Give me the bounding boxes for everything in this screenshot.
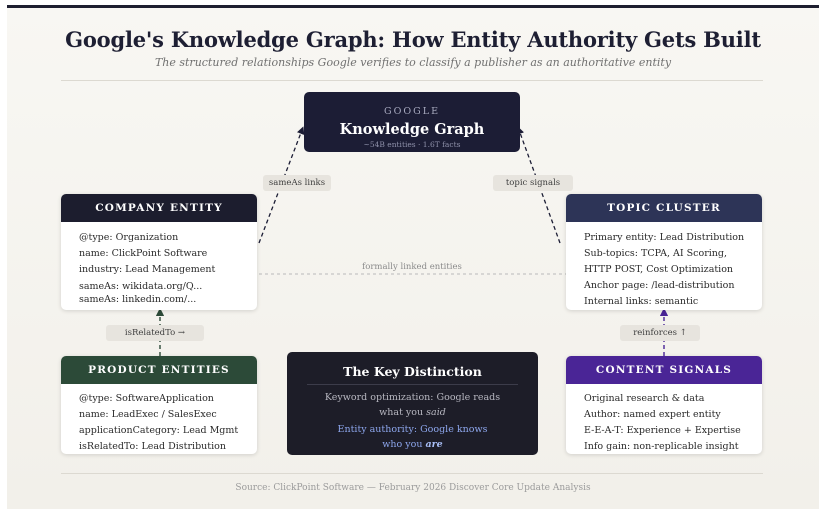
topic-connector [516, 126, 561, 244]
topic-cluster-header: TOPIC CLUSTER [566, 194, 762, 222]
page-subtitle: The structured relationships Google veri… [154, 56, 672, 69]
page-title: Google's Knowledge Graph: How Entity Aut… [65, 27, 761, 52]
product-entities-header: PRODUCT ENTITIES [61, 356, 257, 384]
entity-authority-text: Entity authority: Google knows who you a… [287, 422, 538, 452]
content-signals-header: CONTENT SIGNALS [566, 356, 762, 384]
company-entity-card: COMPANY ENTITY @type: Organization name:… [61, 194, 257, 310]
key-distinction-divider [307, 384, 518, 385]
content-signals-row: Info gain: non-replicable insight [584, 441, 739, 452]
entity-line-1: Entity authority: Google knows [337, 424, 488, 435]
content-signals-row: Author: named expert entity [584, 409, 721, 420]
keyword-line-2-emphasis: said [426, 407, 446, 418]
key-distinction-title: The Key Distinction [343, 364, 482, 379]
topic-signals-label: topic signals [493, 175, 573, 191]
topic-cluster-card: TOPIC CLUSTER Primary entity: Lead Distr… [566, 194, 762, 310]
company-entity-row: @type: Organization [79, 232, 179, 243]
content-signals-card: CONTENT SIGNALS Original research & data… [566, 356, 762, 454]
company-entity-row: sameAs: linkedin.com/... [79, 294, 197, 305]
samea-connector [258, 126, 305, 244]
topic-cluster-row: Anchor page: /lead-distribution [584, 280, 735, 291]
entity-line-2-emphasis: are [425, 439, 443, 450]
keyword-line-2-prefix: what you [379, 407, 427, 418]
source-footer: Source: ClickPoint Software — February 2… [235, 483, 591, 493]
knowledge-graph-node: GOOGLE Knowledge Graph ~54B entities · 1… [304, 92, 520, 152]
topic-cluster-row: Internal links: semantic [584, 296, 699, 307]
content-signals-row: E-E-A-T: Experience + Expertise [584, 425, 741, 436]
knowledge-graph-name: Knowledge Graph [339, 121, 485, 138]
product-entities-row: isRelatedTo: Lead Distribution [79, 441, 226, 452]
top-accent-bar [7, 5, 819, 8]
formally-linked-label: formally linked entities [362, 262, 462, 272]
keyword-line-1: Keyword optimization: Google reads [324, 392, 501, 403]
product-entities-card: PRODUCT ENTITIES @type: SoftwareApplicat… [61, 356, 257, 454]
entity-line-2-prefix: who you [382, 439, 426, 450]
sameas-label: sameAs links [263, 175, 331, 191]
knowledge-graph-label: GOOGLE [384, 106, 440, 117]
topic-cluster-row: Sub-topics: TCPA, AI Scoring, [584, 248, 727, 259]
topic-cluster-row: HTTP POST, Cost Optimization [584, 264, 734, 275]
product-entities-row: name: LeadExec / SalesExec [79, 409, 217, 420]
keyword-optimization-text: Keyword optimization: Google reads what … [287, 390, 538, 420]
infographic-canvas: Google's Knowledge Graph: How Entity Aut… [7, 5, 819, 509]
company-entity-row: industry: Lead Management [79, 264, 216, 275]
knowledge-graph-stats: ~54B entities · 1.6T facts [363, 140, 461, 149]
bottom-divider [61, 473, 763, 474]
content-signals-row: Original research & data [584, 393, 705, 404]
product-entities-row: applicationCategory: Lead Mgmt [79, 425, 239, 436]
company-entity-row: name: ClickPoint Software [79, 248, 208, 259]
key-distinction-box: The Key Distinction Keyword optimization… [287, 352, 538, 455]
reinforces-label: reinforces ↑ [620, 325, 700, 341]
topic-cluster-row: Primary entity: Lead Distribution [584, 232, 745, 243]
top-divider [61, 80, 763, 81]
company-entity-header: COMPANY ENTITY [61, 194, 257, 222]
is-related-to-label: isRelatedTo → [106, 325, 204, 341]
product-entities-row: @type: SoftwareApplication [79, 393, 214, 404]
company-entity-row: sameAs: wikidata.org/Q... [79, 281, 203, 292]
